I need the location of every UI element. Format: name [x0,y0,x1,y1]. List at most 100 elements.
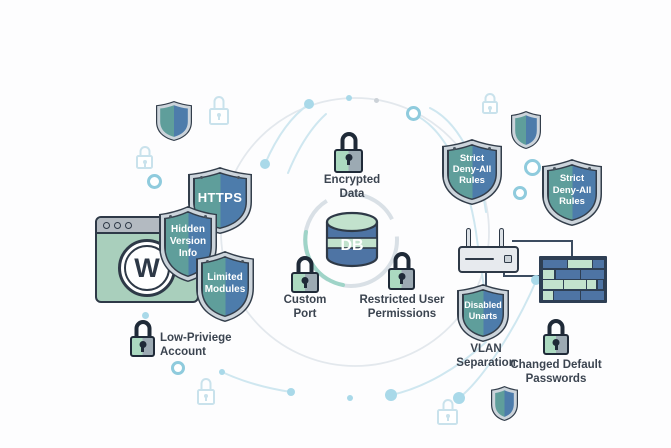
firewall-brick [593,259,604,269]
network-node-ring [524,159,541,176]
lock-body [543,334,569,355]
shield-face [160,105,188,137]
firewall-brick [597,280,604,290]
shield-face [464,291,503,336]
shield-label-line: Disabled [464,300,502,311]
lock-body [136,155,153,169]
shield-face [495,390,514,417]
lock-shackle [442,399,453,410]
network-curve [390,341,487,396]
screw-icon [588,167,592,171]
shield-face [549,166,596,220]
firewall-brick [587,280,597,290]
encrypted-data-lock-icon [334,132,363,173]
lock-keyhole [142,160,147,165]
window-dot-icon [114,222,121,229]
lock-shackle [296,256,314,273]
shield-label-line: Hidden [171,223,205,235]
label-vlan-separation: VLAN Separation [446,342,526,370]
screw-icon [552,167,556,171]
firewall-row [542,259,604,269]
firewall-row [542,269,604,279]
firewall-brick [568,259,592,269]
shield-disabled-ports: Disabled Unarts [457,284,509,342]
label-line: Separation [456,357,516,370]
label-line: Port [293,308,317,321]
network-node-dot [531,275,541,285]
network-curve [264,103,310,165]
faint-lock-icon [437,399,458,425]
firewall-brick [542,269,555,279]
label-line: Passwords [525,373,587,386]
shield-face [203,258,248,316]
shield-label: Strict Deny-All Rules [442,139,502,205]
lock-body [130,335,155,357]
label-line: Restricted User [359,294,445,306]
label-restricted-user-permissions: Restricted User Permissions [352,293,452,321]
shield-label-line: Limited [207,272,243,284]
shield-label: Disabled Unarts [457,284,509,342]
label-line: Data [339,188,365,201]
firewall-brick [555,269,580,279]
window-dot-icon [125,222,132,229]
window-dot-icon [103,222,110,229]
firewall-row [542,280,604,290]
label-line: Encrypted [323,174,381,186]
network-curve [412,113,487,301]
firewall-brick [542,280,563,290]
lock-shackle [340,132,357,151]
shield-deny-all-right: Strict Deny-All Rules [542,159,602,226]
router-antenna [466,228,471,248]
screw-icon [240,259,244,263]
network-curve [458,280,537,399]
decorative-shield-icon [156,101,192,141]
restricted-user-lock-icon [388,252,415,290]
firewall-row [542,290,604,300]
label-custom-port: Custom Port [275,293,335,321]
network-node-ring [171,361,185,375]
faint-lock-icon [197,378,215,405]
router-indicator [504,255,512,263]
network-curve [287,113,327,174]
shield-label-line: Deny-All [452,164,492,175]
network-curve [221,371,292,393]
label-line: Custom [283,294,327,306]
shield-label: Strict Deny-All Rules [542,159,602,226]
shield-label-line: HTTPS [197,190,243,206]
screw-icon [206,259,210,263]
network-node-dot [374,98,379,103]
shield-limited-modules: Limited Modules [196,251,254,322]
firewall-bricks [539,256,607,303]
database-cylinder: DB [325,211,379,269]
network-node-dot [219,369,225,375]
lock-body [482,101,498,114]
screw-icon [237,175,241,179]
faint-lock-icon [482,93,498,114]
network-node-dot [287,388,295,396]
label-line: Changed Default [510,359,602,371]
label-line: Permissions [367,308,437,321]
screw-icon [452,146,456,150]
database-label: DB [340,237,364,254]
router [458,246,519,273]
shield-deny-all-left: Strict Deny-All Rules [442,139,502,205]
shield-face [515,115,537,145]
shield-label-line: Strict [459,152,485,164]
lock-shackle [393,252,410,270]
network-node-dot [453,392,465,404]
label-line: Account [160,346,206,359]
shield-label-line: Modules [204,284,246,296]
shield-label-line: Deny-All [552,184,592,196]
network-node-dot [346,95,352,101]
lock-body [388,267,415,290]
faint-lock-icon [136,146,153,169]
db-ring-teal-arc [303,230,345,287]
shield-label-line: Info [178,247,198,259]
network-node-dot [347,395,353,401]
screw-icon [203,215,207,219]
lock-shackle [139,146,150,156]
lock-keyhole [398,272,405,280]
shield-label: Hidden Version Info [159,206,217,282]
label-changed-default-passwords: Changed Default Passwords [505,358,607,386]
